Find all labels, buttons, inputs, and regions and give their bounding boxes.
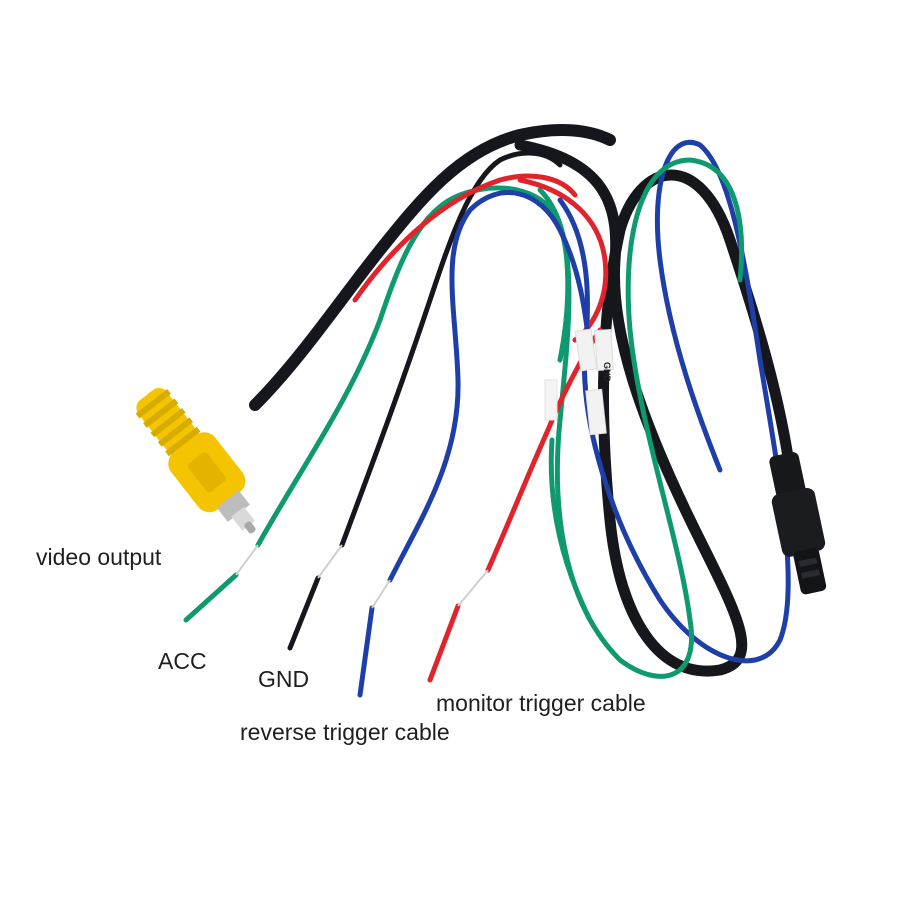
- blue-wire-reverse: [387, 190, 593, 583]
- reverse-copper: [371, 579, 391, 609]
- green-wire-loop: [537, 157, 744, 679]
- monitor-copper: [457, 569, 489, 607]
- acc-copper: [235, 544, 259, 576]
- acc-label: ACC: [158, 648, 207, 674]
- white-tag-3: [585, 388, 607, 436]
- acc-wire-end: [183, 572, 239, 623]
- black-cable-loop: [514, 139, 796, 677]
- white-tag-4: [544, 379, 558, 421]
- monitor-wire-end: [427, 603, 461, 683]
- gnd-label: GND: [258, 666, 310, 692]
- rca-plug-icon: [135, 387, 256, 534]
- plug-connector-icon: [769, 452, 827, 595]
- red-wire-top: [352, 173, 578, 303]
- monitor-trigger-label: monitor trigger cable: [436, 690, 646, 716]
- white-tag-1: [574, 328, 598, 372]
- gnd-tag-text: GND: [602, 362, 612, 383]
- white-tag-2: [594, 328, 614, 372]
- gnd-wire-end: [287, 575, 321, 651]
- video-output-label: video output: [36, 544, 162, 570]
- reverse-trigger-label: reverse trigger cable: [240, 719, 450, 745]
- black-wire-gnd: [339, 150, 563, 548]
- gnd-copper: [317, 544, 343, 579]
- red-wire-right: [517, 177, 609, 343]
- reverse-wire-end: [357, 605, 375, 698]
- green-wire-middle: [548, 437, 593, 623]
- black-jacket-main: [249, 123, 616, 411]
